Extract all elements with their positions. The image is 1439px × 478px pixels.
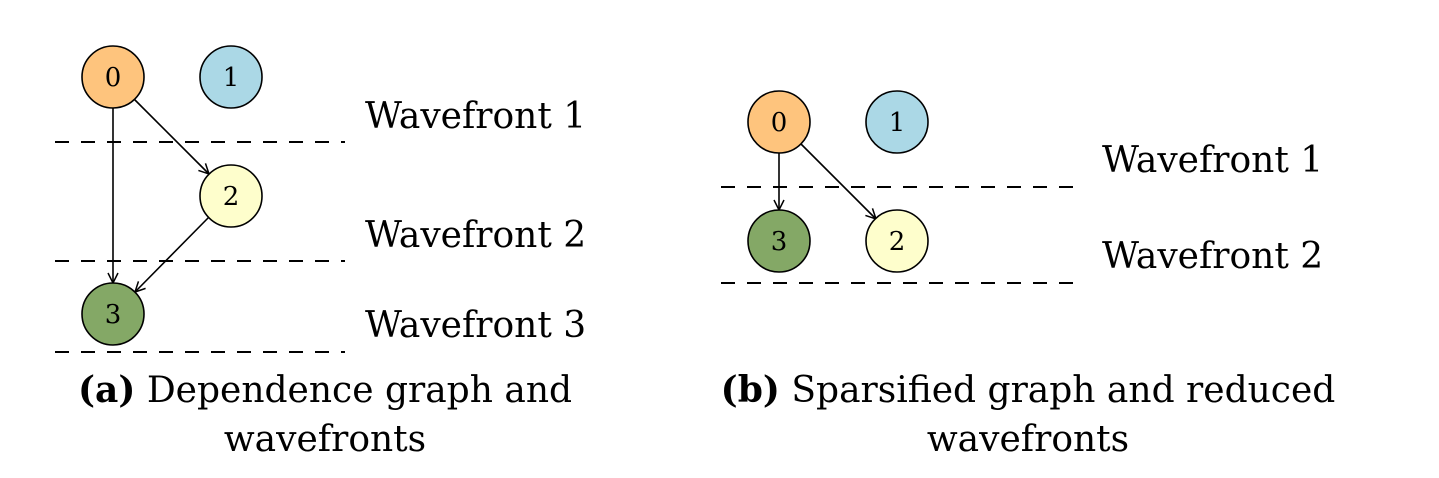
caption-b-line1: (b) Sparsified graph and reduced [721,369,1336,411]
node-circle [199,164,263,228]
caption-a-line2: wavefronts [224,419,426,460]
panel-b: 0 1 3 2 Wavefront 1 Wavefront 2 (b) Spar… [721,90,1336,460]
wavefront-label-1: Wavefront 1 [365,96,586,137]
node-label: 0 [105,63,122,93]
node-label: 0 [771,108,788,138]
caption-b-line2: wavefronts [927,419,1129,460]
node-label: 3 [771,227,788,257]
node-2: 2 [199,164,263,228]
caption-a-text: Dependence graph and [147,370,572,411]
edge-0-to-2 [799,142,876,219]
panel-a: 0 1 2 3 Wavefront 1 Wavefront 2 Wavefron… [55,45,586,460]
edge-0-to-2 [132,97,209,174]
node-1: 1 [865,90,929,154]
node-circle [81,282,145,346]
node-circle [865,209,929,273]
wavefront-label-2: Wavefront 2 [365,215,586,256]
node-0: 0 [81,45,145,109]
node-circle [747,209,811,273]
caption-a-line1: (a) Dependence graph and [78,369,572,411]
caption-b-text: Sparsified graph and reduced [791,370,1335,411]
wavefront-label-2: Wavefront 2 [1102,236,1323,277]
wavefront-label-1: Wavefront 1 [1102,140,1323,181]
edge-2-to-3 [135,215,211,292]
node-label: 2 [889,227,906,257]
node-circle [81,45,145,109]
node-label: 1 [889,108,906,138]
node-2: 2 [865,209,929,273]
node-1: 1 [199,45,263,109]
node-circle [747,90,811,154]
caption-a-tag: (a) [78,369,135,411]
node-label: 2 [223,182,240,212]
node-3: 3 [747,209,811,273]
node-label: 3 [105,300,122,330]
node-3: 3 [81,282,145,346]
node-0: 0 [747,90,811,154]
wavefront-label-3: Wavefront 3 [365,305,586,346]
node-circle [865,90,929,154]
node-circle [199,45,263,109]
node-label: 1 [223,63,240,93]
caption-b-tag: (b) [721,369,780,411]
